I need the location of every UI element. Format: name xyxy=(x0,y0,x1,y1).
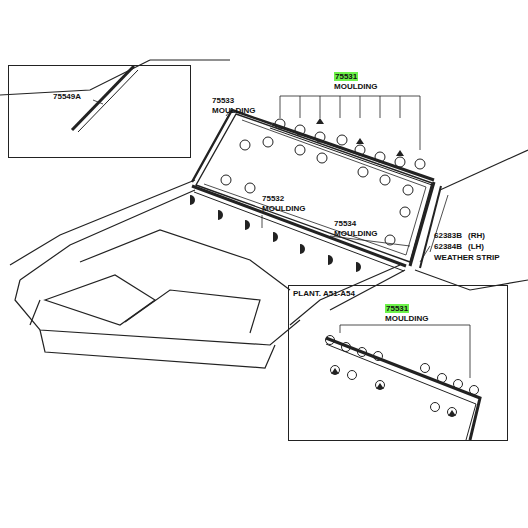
part-number: 62384B xyxy=(434,242,462,251)
part-name: MOULDING xyxy=(334,82,378,91)
part-name: MOULDING xyxy=(262,204,306,213)
part-number: 75532 xyxy=(262,194,284,203)
part-name: (RH) xyxy=(468,231,485,240)
inset-panel: 75549A xyxy=(8,65,191,158)
part-name: WEATHER STRIP xyxy=(434,253,500,262)
part-name: MOULDING xyxy=(334,229,378,238)
part-number: 62383B xyxy=(434,231,462,240)
part-number: 75531 xyxy=(334,72,358,81)
plant-note: PLANT. A51-A54 xyxy=(293,289,355,298)
inset-panel: PLANT. A51-A54 75531MOULDING xyxy=(288,285,508,441)
part-number: 75534 xyxy=(334,219,356,228)
part-number: 75533 xyxy=(212,96,234,105)
part-number: 75549A xyxy=(53,92,81,101)
part-number: 75531 xyxy=(385,304,409,313)
part-name: (LH) xyxy=(468,242,484,251)
part-name: MOULDING xyxy=(212,106,256,115)
part-name: MOULDING xyxy=(385,314,429,323)
